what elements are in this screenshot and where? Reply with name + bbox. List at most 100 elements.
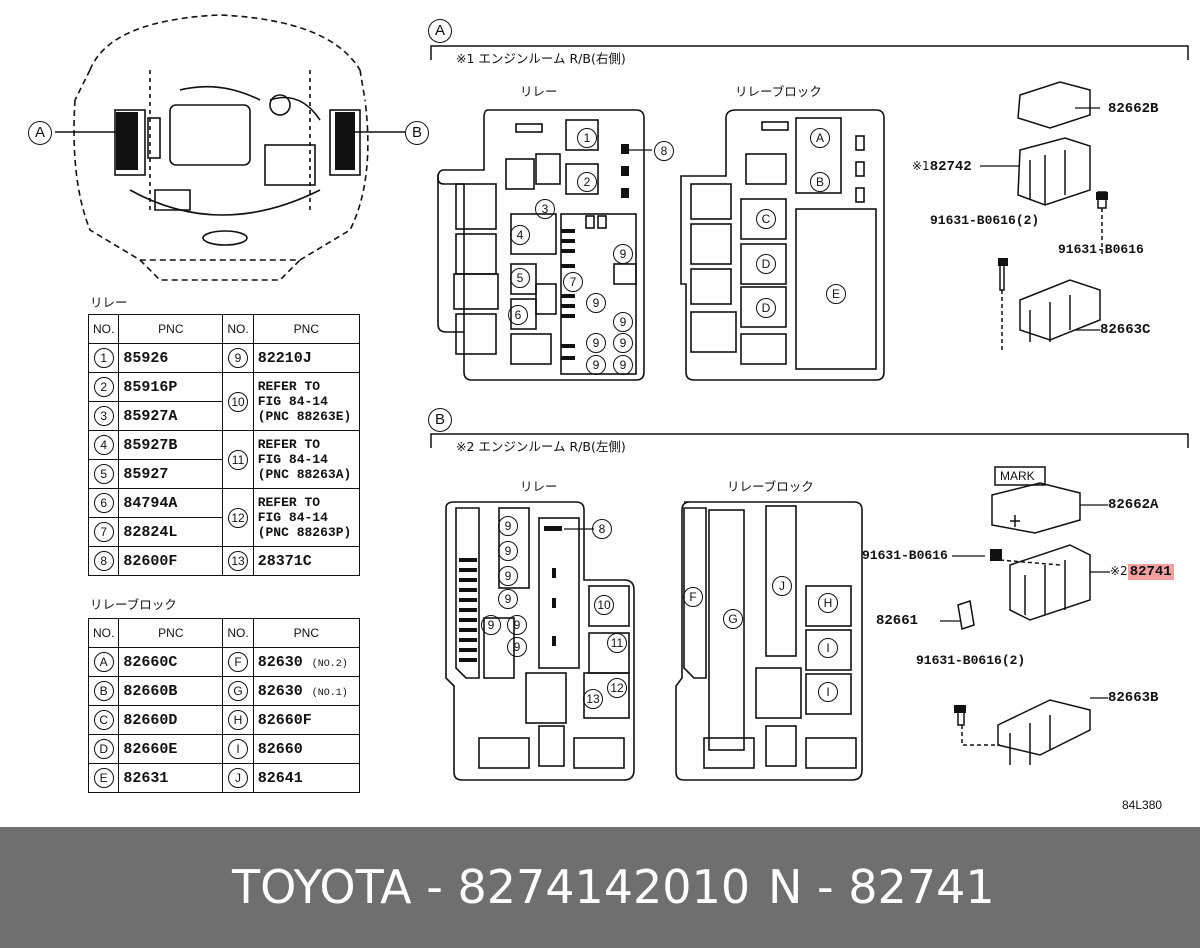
relay-block-table-title: リレーブロック	[90, 597, 177, 612]
relay-no: 12	[228, 507, 249, 528]
block-no: G	[228, 681, 249, 701]
relay-no: 11	[228, 449, 249, 470]
section-a-parts-illustration	[998, 81, 1108, 350]
section-a-leader-lines	[980, 107, 1100, 331]
callout: B	[810, 172, 830, 192]
header-pnc: PNC	[252, 618, 361, 648]
callout: 9	[613, 333, 633, 353]
relay-no: 6	[93, 493, 114, 513]
relay-pnc: 85927	[118, 459, 224, 489]
relay-pnc: 85927A	[118, 401, 224, 431]
block-pnc: 82631	[118, 763, 224, 793]
header-no: NO.	[222, 618, 254, 648]
footer-separator: -	[426, 860, 443, 914]
section-b-relay-header: リレー	[520, 479, 558, 494]
relay-no: 2	[93, 377, 114, 397]
callout: 13	[583, 689, 603, 709]
section-b-leader-lines	[940, 504, 1110, 699]
callout: I	[818, 638, 838, 658]
drawing-code: 84L380	[1122, 798, 1163, 812]
block-pnc: 82630 (NO.2)	[252, 647, 361, 677]
part-label-a-bolt-single: 91631-B0616	[1058, 242, 1144, 257]
engine-marker-left: A	[28, 121, 52, 145]
callout: 9	[586, 355, 606, 375]
highlighted-part-number: 82741	[1127, 564, 1174, 580]
block-pnc: 82660E	[118, 734, 224, 764]
section-marker-b: B	[428, 408, 452, 432]
relay-no: 8	[93, 551, 114, 571]
relay-no: 13	[228, 551, 249, 571]
block-no: H	[228, 710, 249, 730]
relay-pnc: 82824L	[118, 517, 224, 547]
section-a-bracket	[430, 45, 1189, 60]
section-a-relay-block-header: リレーブロック	[735, 84, 822, 99]
relay-table-title: リレー	[90, 295, 128, 310]
block-no: A	[93, 652, 114, 672]
block-pnc: 82641	[252, 763, 361, 793]
callout: 9	[613, 312, 633, 332]
callout: C	[756, 209, 776, 229]
part-label-a-box: ※182742	[912, 159, 972, 175]
callout: 3	[535, 199, 555, 219]
callout: H	[818, 593, 838, 613]
callout: 9	[507, 637, 527, 657]
footer-separator: -	[817, 860, 834, 914]
relay-no: 4	[93, 435, 114, 455]
section-marker-a: A	[428, 19, 452, 43]
part-label-b-cover: 82662A	[1108, 497, 1159, 513]
part-label-b-bolt-pair: 91631-B0616(2)	[916, 653, 1026, 668]
callout: E	[826, 284, 846, 304]
section-a-title: ※1 エンジンルーム R/B(右側)	[456, 51, 626, 66]
callout: 6	[508, 305, 528, 325]
header-pnc: PNC	[118, 314, 224, 344]
header-no: NO.	[222, 314, 254, 344]
block-pnc: 82630 (NO.1)	[252, 676, 361, 706]
section-a-relay-header: リレー	[520, 84, 558, 99]
part-label-a-bracket: 82663C	[1100, 322, 1151, 338]
part-label-a-cover: 82662B	[1108, 101, 1159, 117]
callout: 7	[563, 272, 583, 292]
relay-pnc: 85927B	[118, 430, 224, 460]
relay-pnc: 85926	[118, 343, 224, 373]
callout: 9	[613, 355, 633, 375]
block-no: E	[93, 768, 114, 788]
block-no: C	[93, 710, 114, 730]
callout: 9	[586, 293, 606, 313]
section-b-relay-block-header: リレーブロック	[727, 479, 814, 494]
callout: 9	[586, 333, 606, 353]
callout: A	[810, 128, 830, 148]
section-b-title: ※2 エンジンルーム R/B(左側)	[456, 439, 626, 454]
section-b-relay-diagram	[445, 501, 863, 781]
callout: J	[772, 576, 792, 596]
callout: D	[756, 298, 776, 318]
callout: 9	[481, 615, 501, 635]
footer-code-prefix: N	[768, 860, 803, 914]
callout: 9	[498, 541, 518, 561]
callout: 10	[594, 595, 614, 615]
block-pnc: 82660C	[118, 647, 224, 677]
relay-pnc: 82600F	[118, 546, 224, 576]
footer-code: 82741	[848, 860, 995, 914]
block-pnc: 82660F	[252, 705, 361, 735]
footer-bar	[0, 827, 1200, 948]
relay-table: NO. PNC NO. PNC 1 85926 9 82210J 2 85916…	[87, 314, 361, 576]
callout: 12	[607, 678, 627, 698]
engine-bay-illustration	[55, 14, 405, 281]
callout: 9	[613, 244, 633, 264]
relay-pnc: 82210J	[252, 343, 361, 373]
callout: D	[756, 254, 776, 274]
section-b-parts-illustration	[954, 466, 1091, 765]
callout: 8	[592, 519, 612, 539]
header-pnc: PNC	[252, 314, 361, 344]
block-pnc: 82660B	[118, 676, 224, 706]
callout: I	[818, 682, 838, 702]
callout: 5	[510, 268, 530, 288]
block-no: D	[93, 739, 114, 759]
footer-part-number: 8274142010	[457, 860, 751, 914]
engine-marker-right: B	[405, 121, 429, 145]
footer-brand: TOYOTA	[232, 860, 412, 914]
section-b-bracket	[430, 433, 1189, 448]
footer-part-info: TOYOTA - 8274142010	[232, 862, 750, 912]
